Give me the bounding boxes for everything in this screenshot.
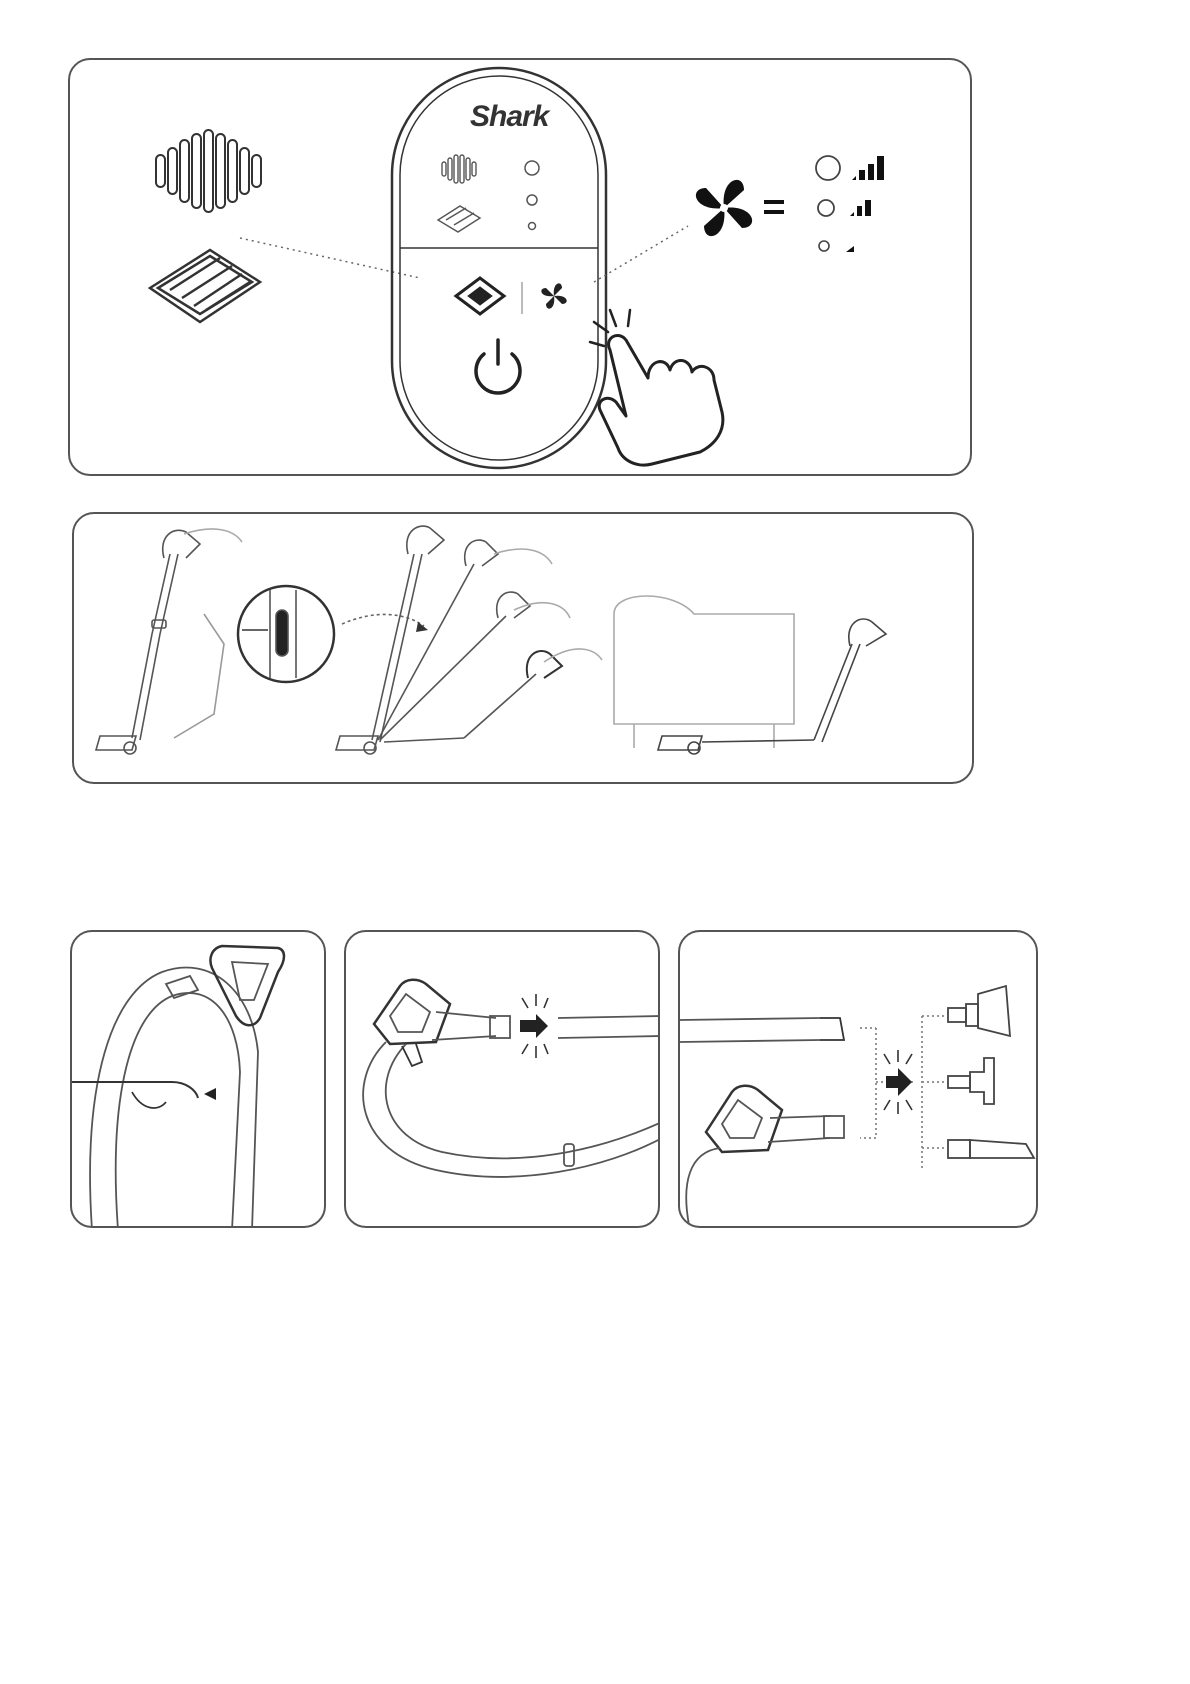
hexagon-filter-icon — [150, 250, 260, 322]
power-icon[interactable] — [476, 340, 520, 393]
indicator-lights — [525, 161, 539, 230]
hose-release-drawing — [72, 932, 326, 1228]
wand-recline-figure — [72, 512, 974, 784]
hose-release-figure — [70, 930, 326, 1228]
speed-high-light — [816, 156, 840, 180]
hose-connect-figure — [344, 930, 660, 1228]
vacuum-flat — [658, 619, 886, 754]
upholstery-tool-icon — [948, 986, 1010, 1036]
crevice-tool-icon — [948, 1140, 1034, 1158]
speed-medium-light — [818, 200, 834, 216]
mesh-indicator-icon — [442, 155, 476, 183]
hose-connect-drawing — [346, 932, 660, 1228]
mesh-filter-icon — [156, 130, 261, 212]
arrow-head-icon — [204, 1088, 216, 1100]
latch-zoom — [238, 586, 334, 682]
arrow-head-icon — [416, 622, 428, 632]
signal-level-icon — [850, 200, 871, 216]
wand-recline-drawing — [74, 514, 974, 784]
fan-button-icon[interactable] — [541, 283, 566, 308]
floor-mode-icon[interactable] — [456, 278, 504, 314]
signal-level-icon — [852, 156, 884, 180]
arrow-head-icon — [886, 1068, 912, 1096]
brand-logo: Shark — [470, 100, 548, 134]
leader-line-right — [594, 226, 688, 282]
vacuum-recline-sequence — [336, 526, 602, 754]
signal-level-icon — [846, 246, 854, 252]
vacuum-upright — [96, 529, 242, 754]
accessory-attach-figure — [678, 930, 1038, 1228]
speed-low-light — [819, 241, 829, 251]
sofa-outline — [614, 596, 794, 748]
motion-arrow — [342, 614, 424, 626]
fan-speed-levels — [816, 156, 884, 252]
hand-press-icon — [599, 335, 723, 465]
equals-icon — [764, 202, 784, 212]
grid-indicator-icon — [438, 206, 480, 232]
fan-icon — [696, 180, 752, 236]
control-panel-figure: Shark — [68, 58, 972, 476]
dusting-brush-icon — [948, 1058, 994, 1104]
accessory-attach-drawing — [680, 932, 1038, 1228]
arrow-head-icon — [520, 1014, 548, 1038]
